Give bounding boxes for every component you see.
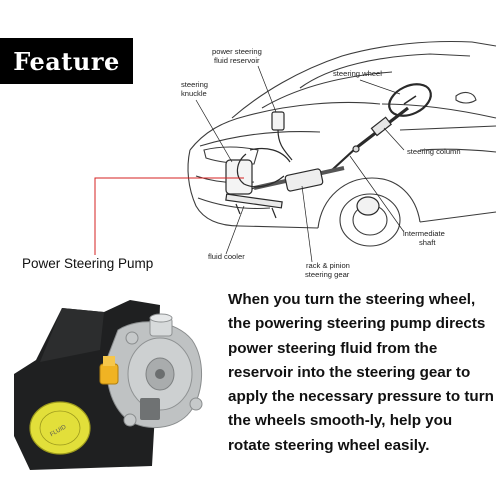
steering-system: [225, 83, 432, 219]
steering-wheel-shape: [388, 83, 432, 117]
label-intermediate-2: shaft: [419, 238, 436, 247]
label-knuckle-1: steering: [181, 80, 208, 89]
label-knuckle-2: knuckle: [181, 89, 207, 98]
label-steering-column: steering column: [407, 147, 461, 156]
label-intermediate-1: intermediate: [403, 229, 445, 238]
power-steering-pump-label: Power Steering Pump: [22, 256, 154, 271]
fluid-cooler-shape: [225, 193, 283, 209]
label-reservoir-2: fluid reservoir: [214, 56, 260, 65]
feature-badge: Feature: [0, 38, 133, 84]
label-fluid-cooler: fluid cooler: [208, 252, 245, 261]
pump-pointer: [94, 177, 244, 255]
leader-lines: [195, 65, 405, 263]
description-text: When you turn the steering wheel, the po…: [228, 291, 494, 454]
label-rack-2: steering gear: [305, 270, 350, 279]
label-steering-wheel: steering wheel: [333, 69, 382, 78]
power-steering-pump-image: FLUID: [14, 300, 203, 470]
car-outline: [187, 40, 497, 247]
label-reservoir-1: power steering: [212, 47, 262, 56]
feature-badge-text: Feature: [13, 46, 120, 76]
reservoir-shape: [271, 111, 285, 131]
label-rack-1: rack & pinion: [306, 261, 350, 270]
